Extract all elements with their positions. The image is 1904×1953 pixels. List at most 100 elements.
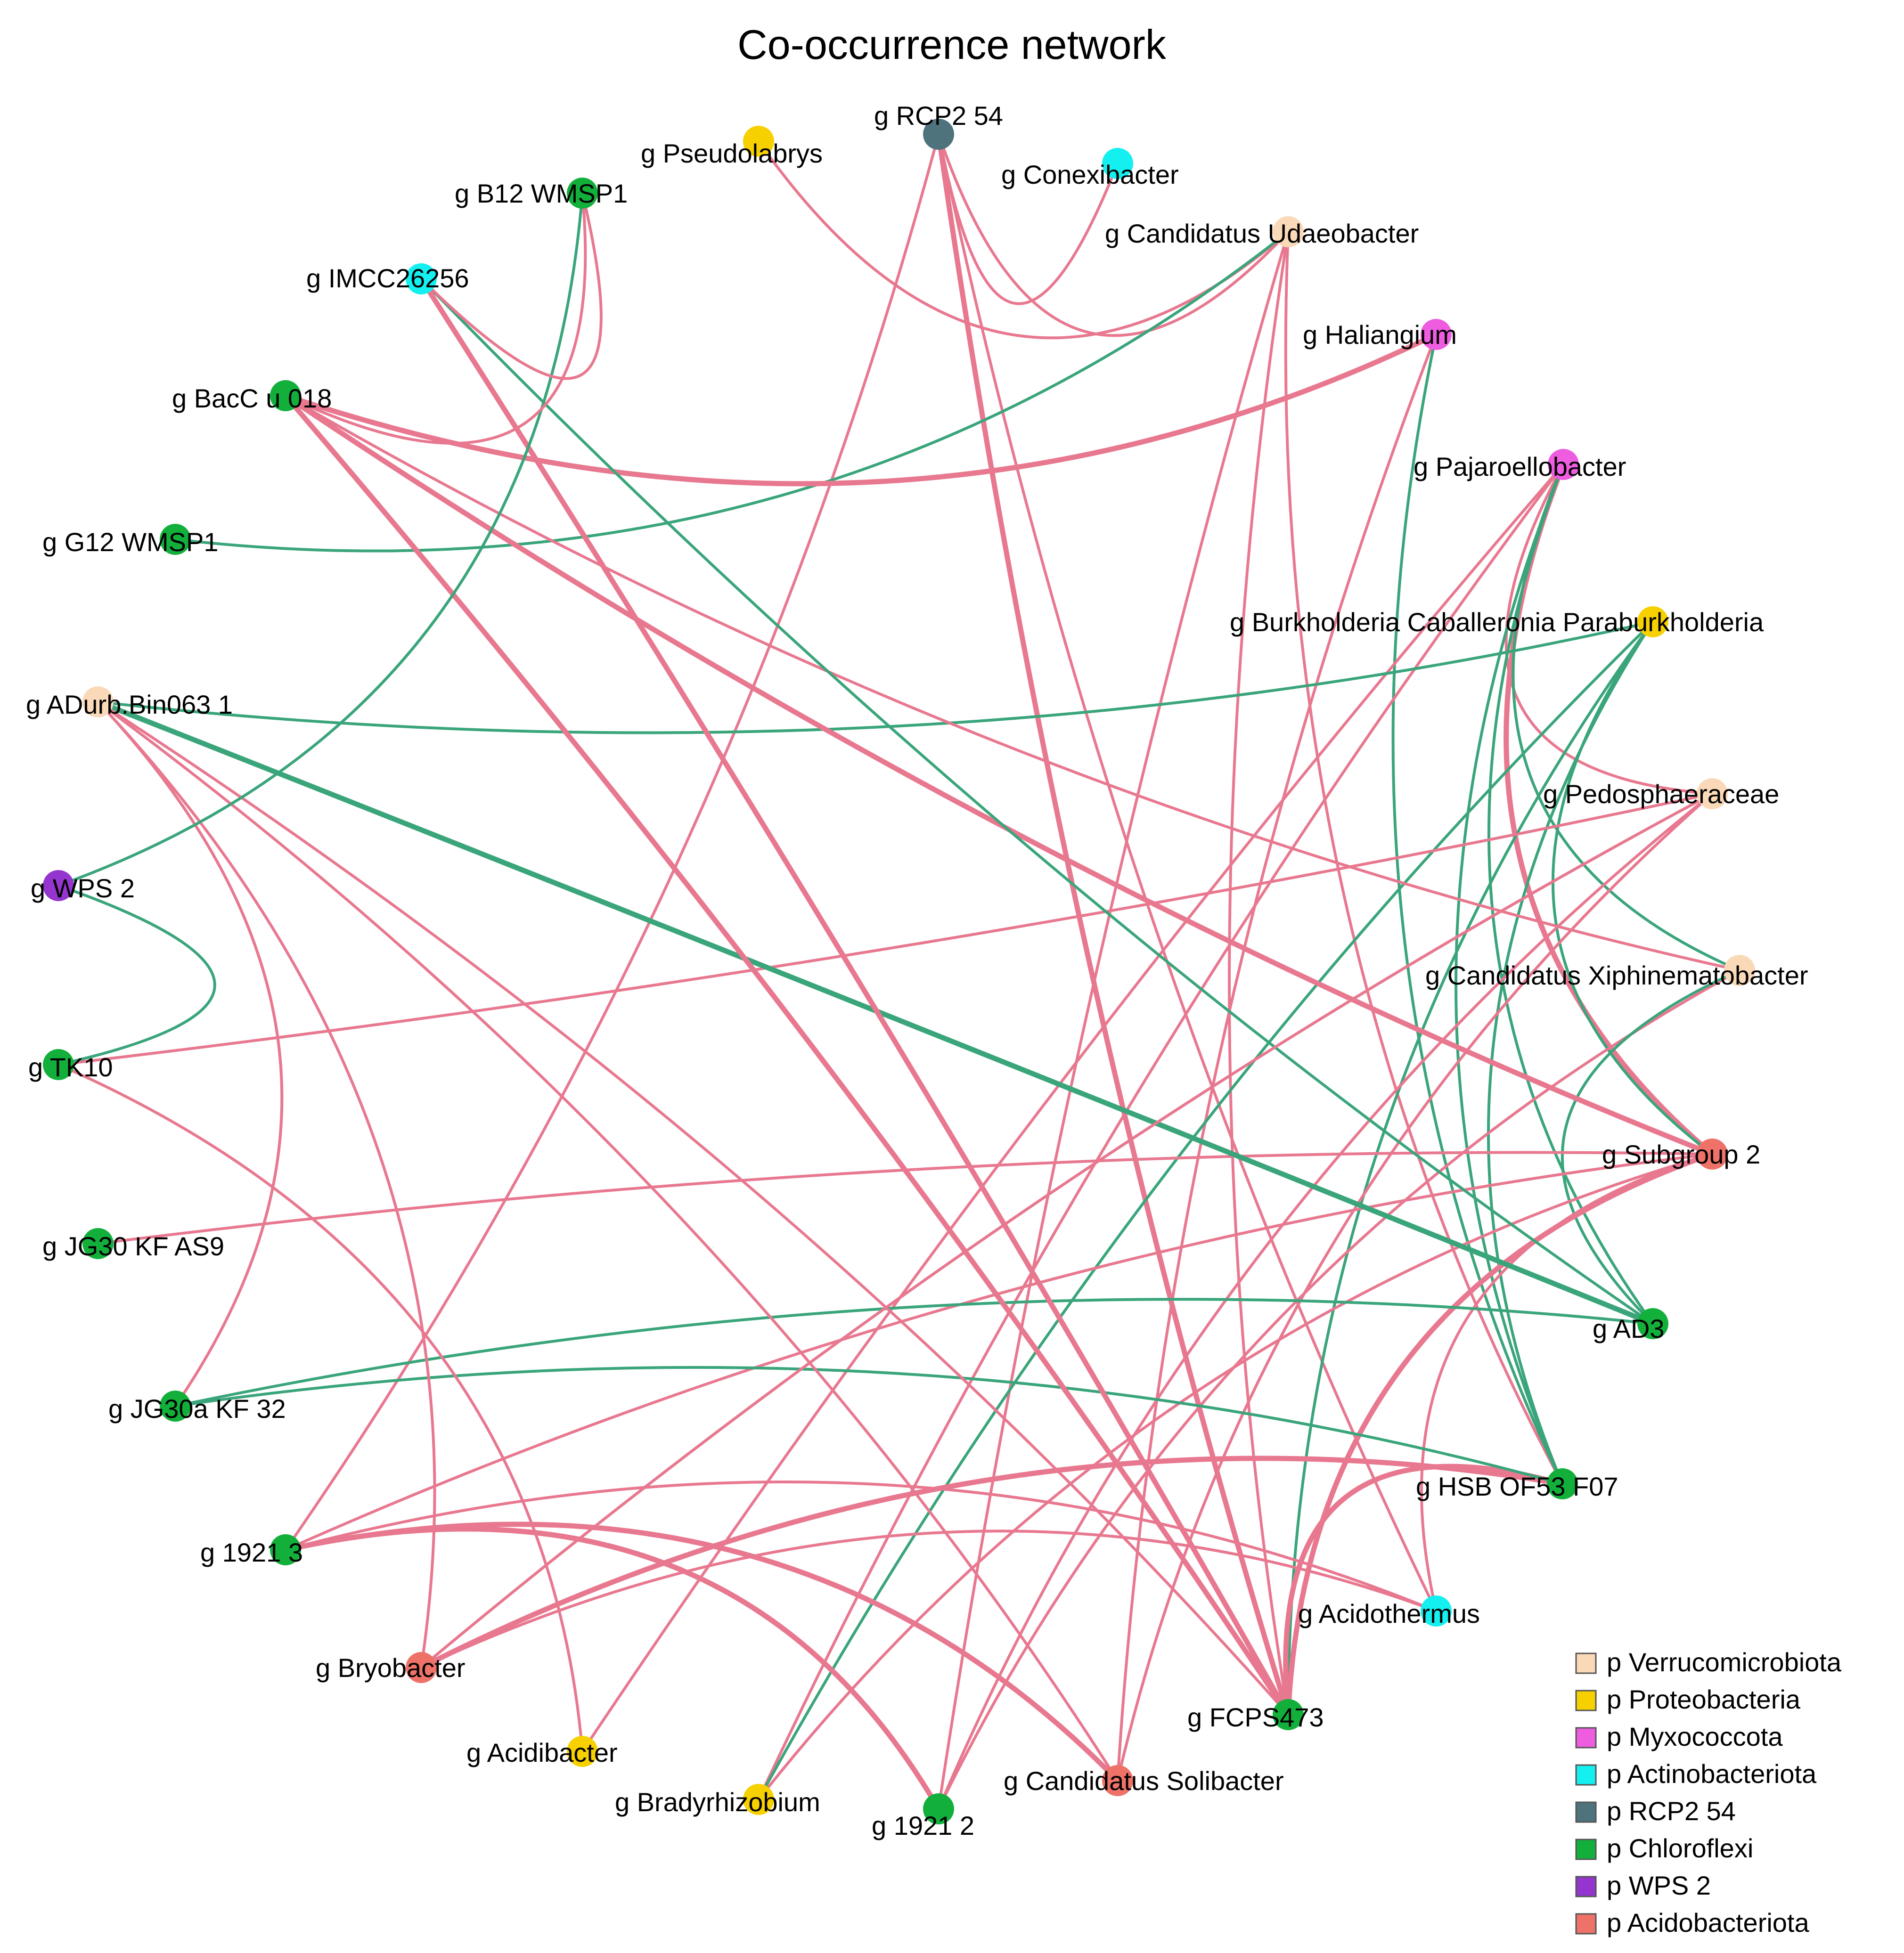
- node-bryob[interactable]: [406, 1652, 437, 1683]
- node-label-acidoth: g Acidothermus: [1298, 1599, 1480, 1628]
- legend-label-2: p Myxococcota: [1607, 1722, 1783, 1751]
- node-label-bacc: g BacC u 018: [172, 383, 332, 413]
- nodes-layer: [43, 119, 1755, 1824]
- node-label-wps2: g WPS 2: [31, 873, 135, 903]
- node-label-adurb: g ADurb.Bin063 1: [26, 690, 233, 719]
- edge-wps2-tk10: [57, 884, 216, 1066]
- edge-burk-subgr2: [1551, 620, 1714, 1156]
- node-label-subgr2: g Subgroup 2: [1602, 1139, 1760, 1169]
- node-ad3[interactable]: [1637, 1308, 1668, 1339]
- node-g1921_2[interactable]: [923, 1793, 954, 1824]
- node-label-udaeo: g Candidatus Udaeobacter: [1105, 219, 1419, 248]
- node-label-g1921_2: g 1921 2: [872, 1811, 974, 1840]
- legend-label-5: p Chloroflexi: [1607, 1833, 1753, 1863]
- node-jg30a[interactable]: [160, 1391, 191, 1422]
- edge-pajaro-hsb: [1455, 463, 1565, 1485]
- node-pajaro[interactable]: [1548, 449, 1579, 480]
- node-label-tk10: g TK10: [28, 1052, 113, 1082]
- node-bradyrh[interactable]: [743, 1784, 774, 1815]
- legend-label-3: p Actinobacteriota: [1607, 1759, 1817, 1789]
- edge-xiphin-g1921_2: [937, 969, 1741, 1810]
- edge-acidoth-bryob: [420, 1530, 1438, 1669]
- legend-swatch-2: [1575, 1727, 1597, 1749]
- edge-xiphin-bacc: [284, 394, 1741, 972]
- node-label-g12: g G12 WMSP1: [42, 527, 218, 557]
- node-adurb[interactable]: [82, 686, 114, 717]
- edge-burk-fcps: [1287, 620, 1654, 1716]
- node-tk10[interactable]: [43, 1049, 74, 1080]
- edge-pajaro-xiphin: [1512, 463, 1741, 972]
- node-imcc[interactable]: [406, 263, 437, 294]
- edge-hsb-bryob: [418, 1456, 1565, 1670]
- node-label-rcp2: g RCP2 54: [874, 101, 1003, 130]
- edge-solib-adurb: [97, 700, 1119, 1782]
- node-fcps[interactable]: [1273, 1699, 1304, 1730]
- edge-pedosph-tk10: [57, 792, 1714, 1066]
- node-burk[interactable]: [1637, 606, 1668, 637]
- node-label-jg30a: g JG30a KF 32: [108, 1394, 286, 1424]
- node-label-pedosph: g Pedosphaeraceae: [1543, 779, 1779, 809]
- edge-subgr2-jg30: [97, 1151, 1714, 1245]
- edge-acidib-tk10: [57, 1063, 584, 1753]
- edge-fcps-imcc: [418, 276, 1291, 1717]
- node-rcp2[interactable]: [923, 119, 954, 150]
- node-g1921_3[interactable]: [270, 1534, 301, 1565]
- legend-swatch-7: [1575, 1913, 1597, 1935]
- legend-label-0: p Verrucomicrobiota: [1607, 1647, 1842, 1677]
- node-pseudol[interactable]: [743, 126, 774, 157]
- edge-pedosph-solib: [1116, 792, 1714, 1782]
- legend-swatch-3: [1575, 1764, 1597, 1786]
- node-label-hsb: g HSB OF53 F07: [1416, 1472, 1618, 1501]
- edge-wps2-b12: [57, 192, 584, 887]
- node-xiphin[interactable]: [1724, 955, 1755, 986]
- edge-pajaro-ad3: [1487, 463, 1654, 1325]
- node-subgr2[interactable]: [1697, 1139, 1728, 1170]
- node-label-solib: g Candidatus Solibacter: [1004, 1766, 1284, 1796]
- node-label-fcps: g FCPS473: [1187, 1702, 1324, 1732]
- edge-jg30a-adurb: [97, 700, 284, 1408]
- edge-rcp2-conexi: [937, 133, 1119, 305]
- node-label-haliang: g Haliangium: [1303, 320, 1457, 350]
- node-hsb[interactable]: [1547, 1468, 1578, 1499]
- node-udaeo[interactable]: [1273, 216, 1304, 247]
- node-wps2[interactable]: [43, 870, 74, 901]
- edge-udaeo-hsb: [1284, 230, 1564, 1485]
- edge-fcps-adurb: [97, 700, 1290, 1716]
- node-acidib[interactable]: [567, 1736, 598, 1767]
- node-conexi[interactable]: [1102, 148, 1133, 179]
- node-haliang[interactable]: [1421, 319, 1452, 350]
- edge-subgr2-bradyrh: [757, 1153, 1714, 1801]
- node-jg30[interactable]: [82, 1228, 114, 1259]
- edge-ad3-adurb: [95, 699, 1656, 1326]
- node-label-jg30: g JG30 KF AS9: [42, 1231, 224, 1261]
- edge-xiphin-ad3: [1561, 969, 1741, 1325]
- edge-subgr2-acidoth: [1420, 1153, 1714, 1612]
- node-g12[interactable]: [160, 524, 191, 555]
- chart-title: Co-occurrence network: [737, 21, 1167, 68]
- edge-subgr2-fcps: [1285, 1151, 1715, 1717]
- edge-udaeo-g12: [174, 230, 1290, 553]
- legend-label-4: p RCP2 54: [1607, 1796, 1736, 1826]
- edge-bryob-pedosph: [420, 792, 1714, 1669]
- edge-b12-imcc: [420, 192, 603, 380]
- edge-udaeo-fcps: [1228, 230, 1290, 1716]
- node-acidoth[interactable]: [1421, 1595, 1452, 1627]
- node-label-ad3: g AD3: [1593, 1314, 1665, 1343]
- node-label-burk: g Burkholderia Caballeronia Paraburkhold…: [1230, 607, 1764, 637]
- edge-ad3-jg30a: [174, 1298, 1654, 1408]
- node-pedosph[interactable]: [1697, 778, 1728, 809]
- edge-solib-g1921_3: [283, 1522, 1120, 1783]
- legend-label-6: p WPS 2: [1607, 1871, 1711, 1900]
- edge-g1921_2-g1921_3: [283, 1526, 941, 1812]
- node-b12[interactable]: [567, 178, 598, 209]
- node-bacc[interactable]: [270, 380, 301, 411]
- edge-pajaro-pedosph: [1504, 463, 1714, 795]
- node-solib[interactable]: [1102, 1765, 1133, 1796]
- edges-layer: [57, 131, 1741, 1812]
- edge-b12-bacc: [284, 192, 587, 445]
- edge-acidoth-g1921_3: [284, 1481, 1438, 1612]
- edge-subgr2-bacc: [283, 393, 1715, 1157]
- edge-rcp2-acidoth: [937, 133, 1438, 1612]
